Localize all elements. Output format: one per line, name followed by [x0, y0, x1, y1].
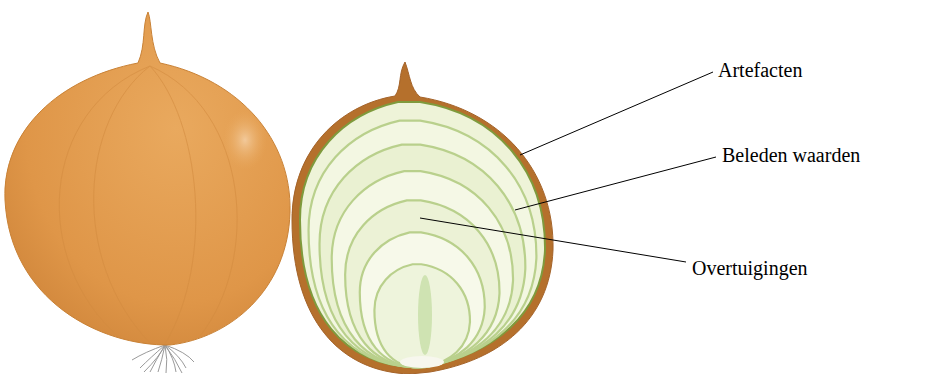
onion-ring: [374, 264, 470, 367]
part-label: Artefacten: [718, 58, 802, 82]
onion-base: [400, 356, 444, 368]
skin-veins: [59, 66, 237, 344]
part-label: Beleden waarden: [722, 143, 860, 167]
onion-ring: [332, 171, 513, 367]
part-label: Overtuigingen: [692, 256, 808, 280]
leader-lines: [420, 72, 716, 262]
whole-onion: [5, 12, 290, 373]
leader-line: [515, 157, 716, 210]
highlight: [223, 110, 267, 170]
onion-core: [418, 275, 432, 355]
onion-ring: [309, 121, 537, 367]
onion-flesh: [300, 102, 545, 367]
leader-line: [420, 218, 686, 262]
onion-rings: [309, 121, 537, 368]
onion-ring: [320, 145, 526, 368]
onion-roots: [132, 345, 194, 373]
onion-skin: [5, 12, 290, 345]
leader-line: [520, 72, 713, 155]
onion-ring: [360, 232, 485, 367]
onion-ring: [345, 200, 499, 367]
